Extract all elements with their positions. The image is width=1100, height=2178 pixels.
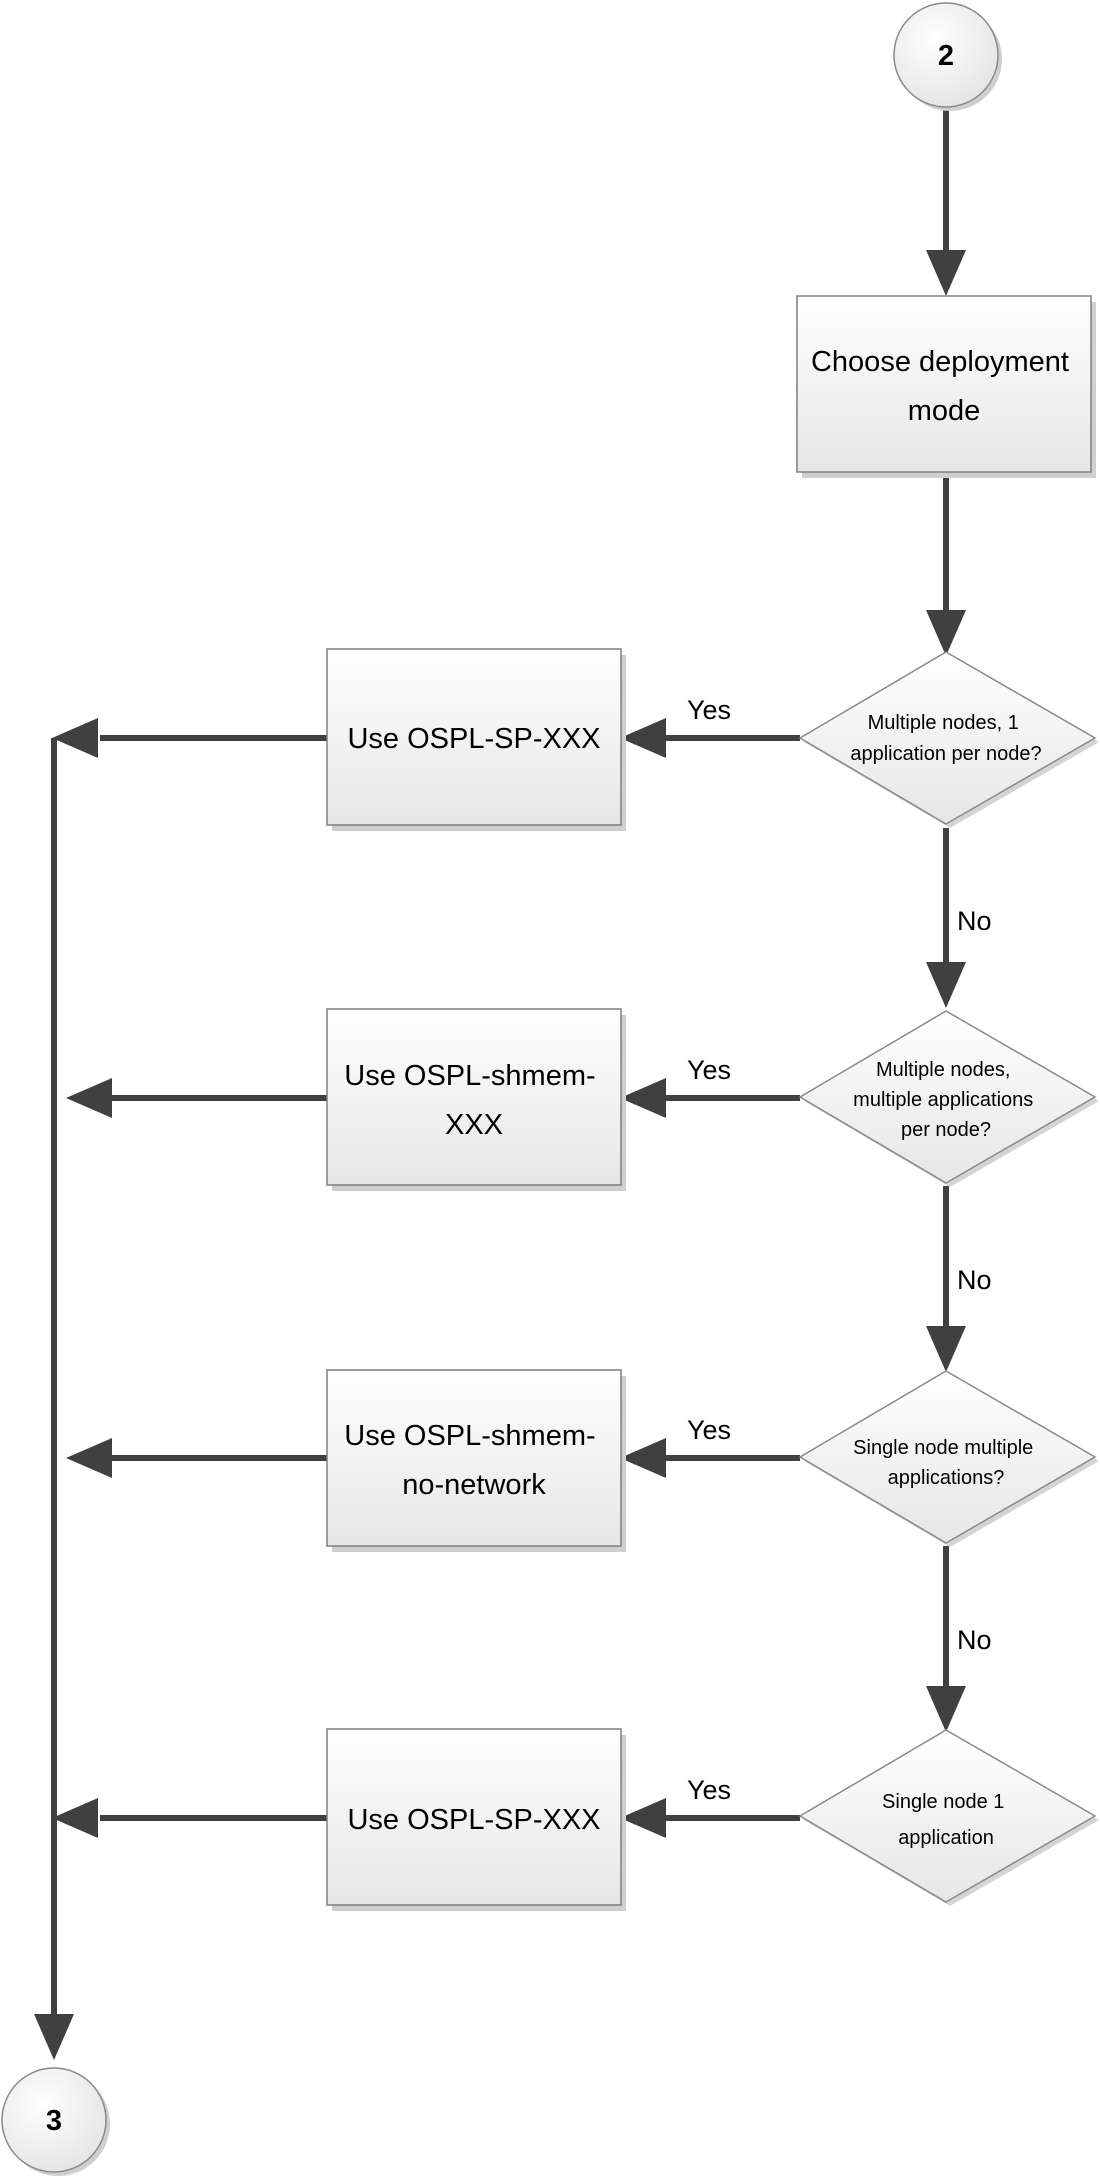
arrowhead-down-d1	[926, 610, 966, 656]
process-use-ospl-sp-1: Use OSPL-SP-XXX	[326, 648, 626, 831]
process-use2-label: Use OSPL-shmem- XXX	[344, 1060, 603, 1141]
arrowhead-down-d3	[926, 1326, 966, 1372]
edge-label-yes-1: Yes	[687, 695, 731, 725]
start-connector-label: 2	[938, 40, 954, 72]
decision-d1-label: Multiple nodes, 1 application per node?	[850, 712, 1041, 765]
arrowhead-left-collector-4	[52, 1798, 98, 1838]
arrowhead-left-use3	[620, 1438, 666, 1478]
arrowheads	[34, 250, 966, 2060]
decision-single-node-multiple-apps: Single node multiple applications?	[798, 1370, 1099, 1547]
decision-d2-label: Multiple nodes, multiple applications pe…	[853, 1059, 1039, 1141]
edge-label-yes-4: Yes	[687, 1775, 731, 1805]
arrowhead-left-use4	[620, 1798, 666, 1838]
connector-lines	[51, 107, 949, 2018]
edge-label-no-3: No	[957, 1625, 992, 1655]
process-use-ospl-sp-2: Use OSPL-SP-XXX	[326, 1728, 626, 1911]
arrowhead-down-d4	[926, 1686, 966, 1732]
arrowhead-down-d2	[926, 962, 966, 1008]
decision-multiple-nodes-multiple-apps: Multiple nodes, multiple applications pe…	[798, 1010, 1099, 1187]
edge-labels: Yes Yes Yes Yes No No No	[687, 695, 992, 1805]
arrowhead-left-collector-3	[66, 1438, 112, 1478]
edge-label-no-2: No	[957, 1265, 992, 1295]
end-connector-label: 3	[46, 2105, 62, 2137]
process-choose-deployment-mode: Choose deployment mode	[796, 295, 1096, 478]
process-use4-label: Use OSPL-SP-XXX	[347, 1804, 600, 1836]
process-use-ospl-shmem-no-network: Use OSPL-shmem- no-network	[326, 1369, 626, 1552]
arrowhead-left-use2	[620, 1078, 666, 1118]
arrowhead-left-collector-2	[66, 1078, 112, 1118]
process-use3-label: Use OSPL-shmem- no-network	[344, 1420, 603, 1501]
decision-single-node-single-app: Single node 1 application	[798, 1729, 1099, 1906]
arrowhead-left-use1	[620, 718, 666, 758]
decision-multiple-nodes-single-app: Multiple nodes, 1 application per node?	[798, 651, 1099, 828]
process-use-ospl-shmem: Use OSPL-shmem- XXX	[326, 1008, 626, 1191]
arrowhead-down-end	[34, 2014, 74, 2060]
edge-label-no-1: No	[957, 906, 992, 936]
edge-label-yes-3: Yes	[687, 1415, 731, 1445]
process-choose-label: Choose deployment mode	[811, 346, 1077, 427]
start-connector: 2	[893, 2, 1002, 111]
edge-label-yes-2: Yes	[687, 1055, 731, 1085]
arrowhead-down-choose	[926, 250, 966, 296]
end-connector: 3	[1, 2067, 110, 2176]
decision-d4-label: Single node 1 application	[882, 1791, 1010, 1849]
decision-d3-label: Single node multiple applications?	[853, 1437, 1039, 1489]
process-use1-label: Use OSPL-SP-XXX	[347, 723, 600, 755]
arrowhead-left-collector-1	[52, 718, 98, 758]
